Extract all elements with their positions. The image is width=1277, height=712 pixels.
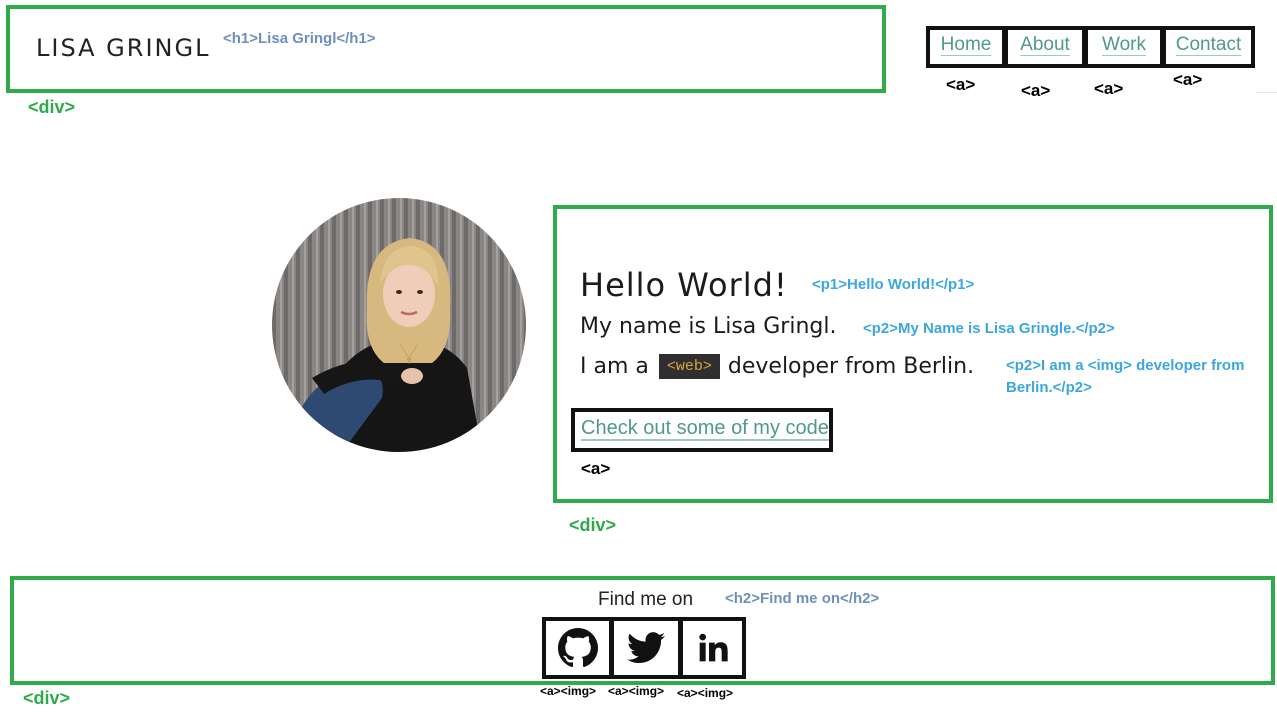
site-logo-heading: LISA GRINGL <box>36 34 211 62</box>
nav-work-tag: <a> <box>1094 79 1124 98</box>
linkedin-icon <box>698 633 728 662</box>
github-icon <box>557 628 598 668</box>
hello-heading: Hello World! <box>580 266 788 304</box>
linkedin-link[interactable] <box>679 617 746 679</box>
github-link[interactable] <box>542 617 613 679</box>
github-tag: <a><img> <box>540 684 597 698</box>
intro-div-annotation: <div> <box>569 515 617 535</box>
nav-contact-tag: <a> <box>1173 70 1203 89</box>
role-annotation-line1: <p2>I am a <img> developer from <box>1006 357 1245 374</box>
role-paragraph: I am a <web> developer from Berlin. <box>580 354 974 379</box>
hello-annotation: <p1>Hello World!</p1> <box>812 276 975 293</box>
nav-link-work[interactable]: Work <box>1102 34 1146 55</box>
header-div-annotation-box <box>6 5 886 93</box>
nav-about-tag: <a> <box>1021 81 1051 100</box>
profile-photo-illustration <box>272 198 526 452</box>
check-code-link[interactable]: Check out some of my code <box>581 417 829 439</box>
intro-div-annotation-box <box>553 205 1273 503</box>
nav-link-home[interactable]: Home <box>940 34 992 55</box>
code-link-box[interactable]: Check out some of my code <box>571 408 833 452</box>
nav-work-box[interactable]: Work <box>1084 26 1164 68</box>
profile-photo <box>272 198 526 452</box>
nav-link-about[interactable]: About <box>1020 34 1070 55</box>
h1-annotation: <h1>Lisa Gringl</h1> <box>223 30 376 47</box>
footer-div-annotation: <div> <box>23 688 71 708</box>
name-paragraph: My name is Lisa Gringl. <box>580 314 837 339</box>
nav-home-tag: <a> <box>946 75 976 94</box>
role-suffix: developer from Berlin. <box>727 354 975 379</box>
footer-div-annotation-box <box>10 576 1275 685</box>
name-annotation: <p2>My Name is Lisa Gringle.</p2> <box>863 320 1115 337</box>
linkedin-tag: <a><img> <box>677 686 734 700</box>
twitter-icon <box>627 632 665 664</box>
find-me-heading: Find me on <box>598 589 694 610</box>
nav-divider <box>1255 92 1277 93</box>
twitter-tag: <a><img> <box>608 684 665 698</box>
nav-contact-box[interactable]: Contact <box>1162 26 1255 68</box>
nav-link-contact[interactable]: Contact <box>1175 34 1242 55</box>
nav-home-box[interactable]: Home <box>926 26 1006 68</box>
nav-about-box[interactable]: About <box>1004 26 1086 68</box>
h2-annotation: <h2>Find me on</h2> <box>725 590 880 607</box>
role-annotation-line2: Berlin.</p2> <box>1006 379 1092 396</box>
web-badge-image: <web> <box>658 354 720 379</box>
header-div-annotation: <div> <box>28 97 76 117</box>
role-prefix: I am a <box>580 354 649 379</box>
twitter-link[interactable] <box>610 617 682 679</box>
code-link-tag: <a> <box>581 459 611 478</box>
